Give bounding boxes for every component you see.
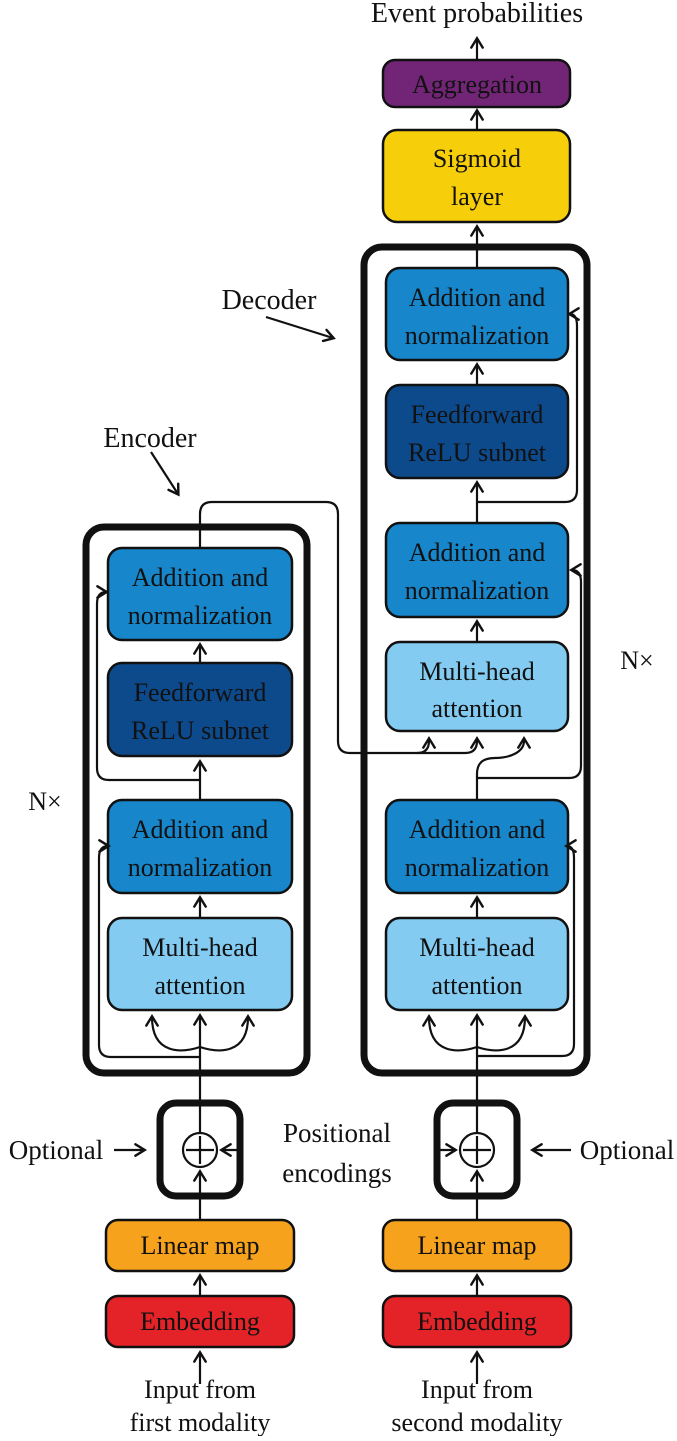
skip-dec-around-crossattn: [477, 563, 583, 780]
linear-map-left-label: Linear map: [140, 1231, 259, 1260]
dec-addnorm-top-l1: Addition and: [409, 283, 546, 312]
dec-addnorm-top-l2: normalization: [405, 321, 549, 350]
input-right-label-l1: Input from: [421, 1375, 533, 1404]
enc-addnorm-bot-l2: normalization: [128, 853, 272, 882]
dec-addnorm-bot-l1: Addition and: [409, 815, 546, 844]
embedding-left-label: Embedding: [140, 1307, 260, 1336]
input-left-label-l1: Input from: [144, 1375, 256, 1404]
dec-crossattn-l2: attention: [432, 694, 523, 723]
arrow-enc-input-fork-left: [145, 1013, 201, 1052]
input-left-label-l2: first modality: [130, 1408, 271, 1436]
dec-feedforward-l1: Feedforward: [411, 400, 544, 429]
skip-enc-around-selfattn: [97, 839, 200, 1059]
enc-addnorm-top-l2: normalization: [128, 601, 272, 630]
optional-right-label: Optional: [580, 1135, 675, 1165]
labels: Event probabilities Aggregation Sigmoid …: [9, 0, 675, 1437]
n-times-right-label: N×: [620, 646, 653, 675]
enc-selfattn-l2: attention: [155, 971, 246, 1000]
dec-crossattn-l1: Multi-head: [419, 657, 535, 686]
arrow-encoder-output-to-crossattn: [198, 500, 484, 755]
dec-selfattn-l1: Multi-head: [419, 933, 535, 962]
input-right-label-l2: second modality: [391, 1408, 562, 1436]
enc-feedforward-l2: ReLU subnet: [131, 716, 270, 745]
blocks: [104, 58, 573, 1349]
output-label: Event probabilities: [371, 0, 583, 29]
enc-addnorm-bot-l1: Addition and: [132, 815, 269, 844]
arrow-enc-input-fork-right: [199, 1013, 255, 1052]
dec-addnorm-mid-l2: normalization: [405, 576, 549, 605]
positional-label-l2: encodings: [282, 1158, 391, 1188]
dec-addnorm-mid-l1: Addition and: [409, 538, 546, 567]
enc-feedforward-l1: Feedforward: [134, 678, 267, 707]
skip-dec-around-feedforward: [477, 307, 580, 504]
dec-feedforward-l2: ReLU subnet: [408, 438, 547, 467]
sigmoid-label-l2: layer: [451, 182, 503, 211]
n-times-left-label: N×: [28, 787, 61, 816]
encoder-label-arrow: [150, 451, 180, 497]
linear-map-right-label: Linear map: [417, 1231, 536, 1260]
skip-enc-around-feedforward: [95, 585, 200, 782]
optional-left-label: Optional: [9, 1135, 104, 1165]
decoder-label-arrow: [265, 315, 336, 343]
skip-dec-around-selfattn: [477, 839, 577, 1058]
enc-addnorm-top-l1: Addition and: [132, 563, 269, 592]
sigmoid-label-l1: Sigmoid: [433, 144, 521, 173]
dec-selfattn-l2: attention: [432, 971, 523, 1000]
arrow-dec-input-fork-right: [476, 1013, 532, 1052]
encoder-label: Encoder: [103, 423, 197, 454]
arrow-encoder-branch-to-crossattn: [416, 735, 436, 755]
enc-selfattn-l1: Multi-head: [142, 933, 258, 962]
arrow-dec-query-to-crossattn: [475, 735, 531, 800]
adders: [181, 1131, 496, 1169]
positional-label-l1: Positional: [283, 1118, 391, 1148]
decoder-label: Decoder: [222, 285, 318, 316]
connections: [95, 35, 583, 1384]
embedding-right-label: Embedding: [417, 1307, 537, 1336]
dec-addnorm-bot-l2: normalization: [405, 853, 549, 882]
aggregation-label: Aggregation: [412, 70, 542, 99]
arrow-dec-input-fork-left: [422, 1013, 478, 1052]
